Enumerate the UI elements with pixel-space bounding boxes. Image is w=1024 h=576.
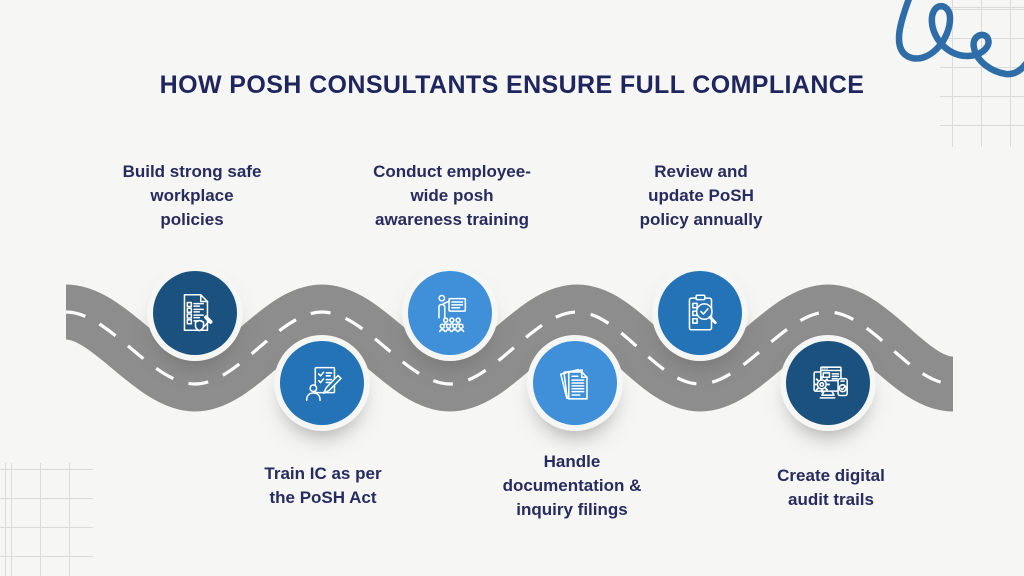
step-label-6: Create digital audit trails: [777, 466, 885, 509]
documents-stack-icon: [559, 368, 588, 400]
step-circle-5: [658, 271, 742, 355]
step-circle-1: [153, 271, 237, 355]
grid-pattern-bottom-left: [0, 463, 93, 576]
monitor-gear-phone-icon: [813, 366, 848, 399]
trainer-checklist-pencil-icon: [305, 366, 342, 402]
road-center-line: [65, 310, 954, 386]
step-circle-2: [280, 341, 364, 425]
document-checklist-gavel-icon: [183, 294, 213, 332]
step-circle-6: [786, 341, 870, 425]
step-label-1: Build strong safe workplace policies: [122, 162, 262, 229]
presenter-audience-icon: [438, 294, 467, 333]
squiggle-path: [895, 0, 1024, 78]
page-title: HOW POSH CONSULTANTS ENSURE FULL COMPLIA…: [159, 71, 865, 99]
step-circle-3: [408, 271, 492, 355]
step-label-3: Conduct employee- wide posh awareness tr…: [373, 162, 531, 229]
clipboard-magnifier-check-icon: [688, 294, 717, 331]
step-label-2: Train IC as per the PoSH Act: [264, 464, 382, 507]
step-circle-4: [533, 341, 617, 425]
squiggle-doodle: [895, 0, 1024, 78]
step-label-5: Review and update PoSH policy annually: [639, 162, 763, 229]
step-label-4: Handle documentation & inquiry filings: [502, 452, 642, 519]
